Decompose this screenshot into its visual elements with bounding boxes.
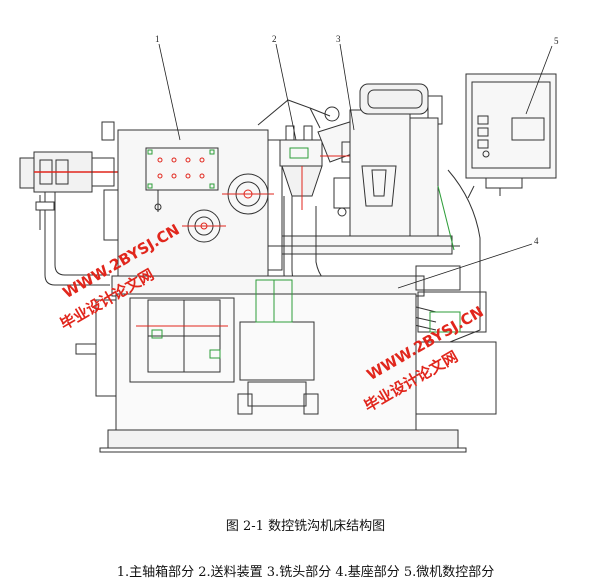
callout-3: 3 — [336, 34, 341, 44]
callout-4: 4 — [534, 236, 539, 246]
bed-rails — [268, 169, 481, 343]
leader-lines — [158, 43, 553, 289]
callout-1: 1 — [155, 34, 160, 44]
machine-drawing: 1 2 3 4 5 毕业设计论文网 WWW.2BYSJ.CN 毕业设计论文网 W… — [19, 34, 559, 453]
figure-legend: 1.主轴箱部分 2.送料装置 3.铣头部分 4.基座部分 5.微机数控部分 — [116, 565, 495, 580]
cnc-console-part-5 — [465, 73, 557, 199]
left-motor-assembly — [19, 151, 118, 286]
callout-5: 5 — [554, 36, 559, 46]
feeder-part-2 — [257, 99, 340, 210]
figure-caption: 图 2-1 数控铣沟机床结构图 — [225, 519, 386, 534]
headstock-part-1 — [101, 121, 283, 279]
milling-head-part-3 — [317, 83, 443, 241]
base-part-4 — [75, 265, 497, 453]
callout-2: 2 — [272, 34, 277, 44]
